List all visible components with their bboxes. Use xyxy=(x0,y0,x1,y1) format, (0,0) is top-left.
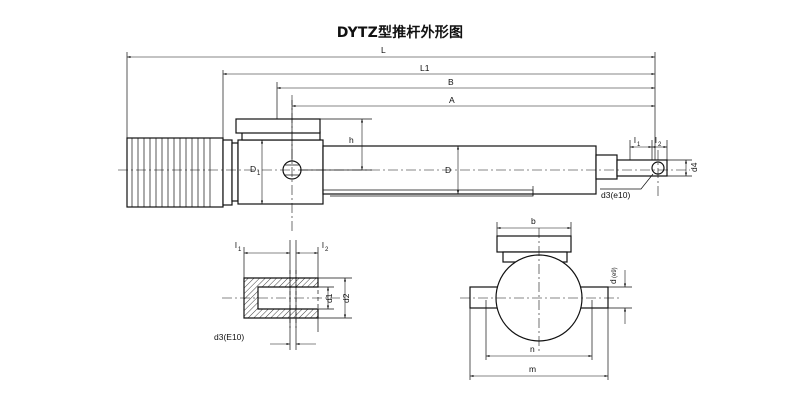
detail-l2-label: l xyxy=(322,240,324,250)
detail-d3-E10-label: d3(E10) xyxy=(214,332,244,342)
svg-text:1: 1 xyxy=(257,171,261,177)
dim-d-e9-label: d xyxy=(608,279,618,284)
detail-d1-label: d1 xyxy=(324,293,334,303)
dim-D-label: D xyxy=(445,165,451,175)
outer-tube xyxy=(322,145,597,197)
dim-h-label: h xyxy=(349,135,354,145)
dim-D1-label: D xyxy=(250,164,256,174)
dim-B-label: B xyxy=(448,77,454,87)
end-view: b d (e9) n m xyxy=(460,216,632,380)
push-rod xyxy=(595,154,668,180)
svg-text:1: 1 xyxy=(238,247,242,253)
motor xyxy=(126,137,239,208)
dim-m-label: m xyxy=(529,364,536,374)
dim-n-label: n xyxy=(530,344,535,354)
svg-text:2: 2 xyxy=(325,247,329,253)
top-flange xyxy=(496,235,572,253)
dim-A-label: A xyxy=(449,95,455,105)
clevis-detail: l 1 l 2 d1 d2 d3(E10) xyxy=(214,240,352,350)
dim-L-label: L xyxy=(381,45,386,55)
side-view: L L1 B A h D 1 D l 1 l 2 d4 d3(e xyxy=(118,45,699,232)
dim-l2-label: l xyxy=(655,135,657,145)
svg-text:(e9): (e9) xyxy=(612,267,618,278)
dim-d4-label: d4 xyxy=(689,162,699,172)
svg-text:1: 1 xyxy=(637,142,641,148)
right-trunnion-pin xyxy=(578,286,609,309)
dim-L1-label: L1 xyxy=(420,63,430,73)
left-trunnion-pin xyxy=(469,286,500,309)
detail-l1-label: l xyxy=(235,240,237,250)
dim-d3-e10-label: d3(e10) xyxy=(601,190,630,200)
detail-d2-label: d2 xyxy=(341,293,351,303)
svg-text:2: 2 xyxy=(658,142,662,148)
housing xyxy=(235,118,324,205)
drawing-title: DYTZ型推杆外形图 xyxy=(336,25,464,41)
dim-b-label: b xyxy=(531,216,536,226)
dim-l1-label: l xyxy=(634,135,636,145)
